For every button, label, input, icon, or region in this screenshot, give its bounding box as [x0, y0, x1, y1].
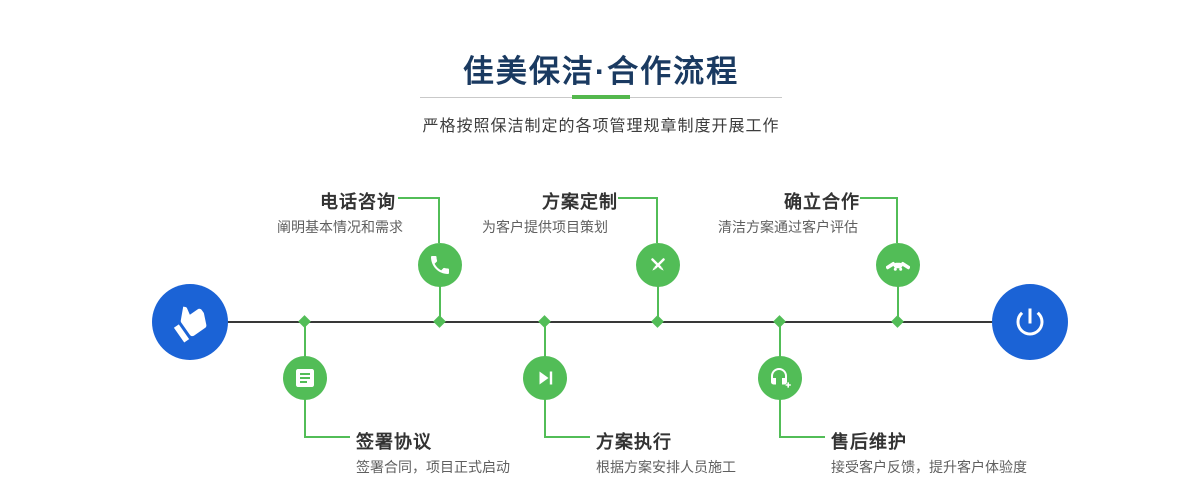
timeline-end-node [992, 284, 1068, 360]
step-node-cooperate [876, 243, 920, 287]
connector-line [897, 286, 899, 320]
power-icon [1012, 304, 1048, 340]
step-desc-execute: 根据方案安排人员施工 [596, 459, 736, 475]
connector-line [657, 286, 659, 320]
page-title: 佳美保洁·合作流程 [462, 54, 740, 89]
connector-elbow [398, 197, 440, 243]
connector-elbow [860, 197, 898, 243]
phone-icon [428, 253, 452, 277]
timeline-line [227, 321, 993, 323]
connector-elbow [779, 399, 825, 438]
headset-icon [768, 366, 792, 390]
step-title-execute: 方案执行 [596, 432, 672, 452]
contract-icon [293, 366, 317, 390]
step-node-execute [523, 356, 567, 400]
page-subtitle: 严格按照保洁制定的各项管理规章制度开展工作 [422, 118, 780, 135]
connector-elbow [544, 399, 590, 438]
step-desc-plan: 为客户提供项目策划 [482, 219, 608, 235]
step-desc-cooperate: 清洁方案通过客户评估 [718, 219, 858, 235]
pointer-hand-icon [172, 304, 208, 343]
connector-line [439, 286, 441, 320]
step-desc-contract: 签署合同，项目正式启动 [356, 459, 510, 475]
play-next-icon [533, 366, 557, 390]
step-node-plan [636, 243, 680, 287]
step-desc-aftersale: 接受客户反馈，提升客户体验度 [831, 459, 1027, 475]
step-title-aftersale: 售后维护 [831, 432, 907, 452]
connector-line [544, 324, 546, 357]
timeline-start-node [152, 284, 228, 360]
step-title-cooperate: 确立合作 [784, 192, 860, 212]
step-title-plan: 方案定制 [542, 192, 618, 212]
step-title-contract: 签署协议 [356, 432, 432, 452]
step-node-contract [283, 356, 327, 400]
step-desc-phone: 阐明基本情况和需求 [277, 219, 403, 235]
title-divider-accent [572, 95, 630, 99]
connector-elbow [304, 399, 350, 438]
step-node-aftersale [758, 356, 802, 400]
step-node-phone [418, 243, 462, 287]
step-title-phone: 电话咨询 [320, 192, 396, 212]
connector-line [304, 324, 306, 357]
connector-line [779, 324, 781, 357]
connector-elbow [618, 197, 658, 243]
crossed-pencils-icon [646, 253, 670, 277]
handshake-icon [886, 253, 910, 277]
